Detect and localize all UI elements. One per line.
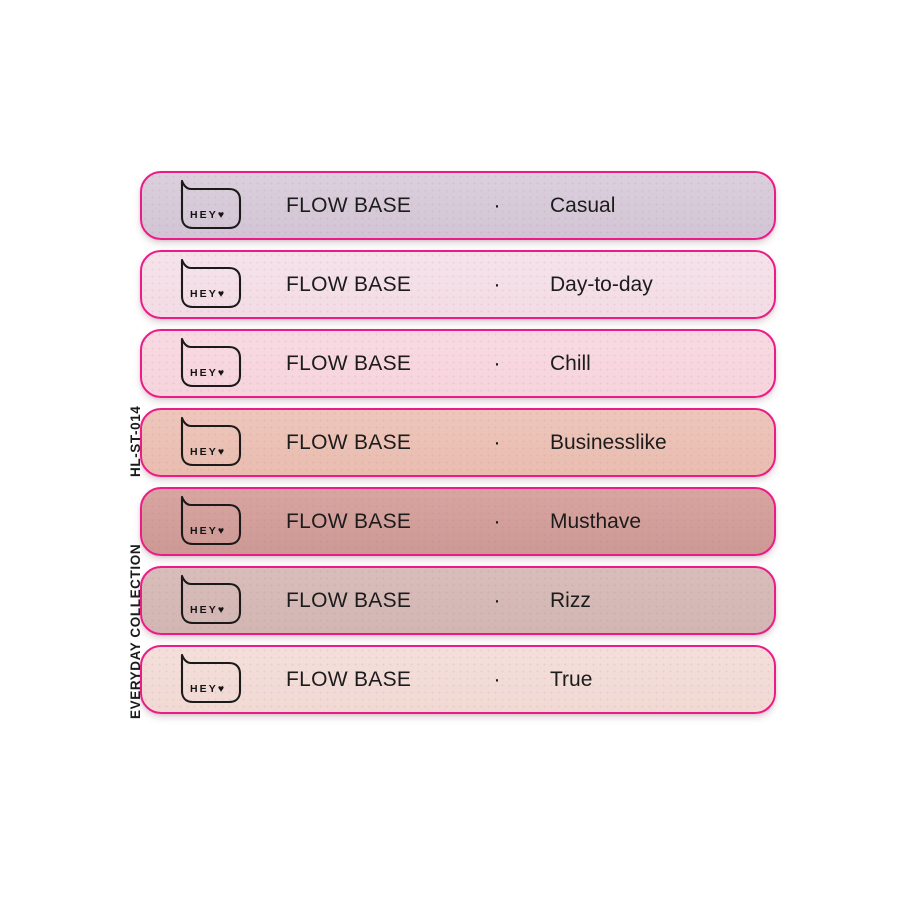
swatch-brand-label: FLOW BASE	[286, 667, 412, 691]
swatch-shade-name: True	[550, 667, 593, 691]
swatch-shade-name: Casual	[550, 193, 616, 217]
swatch-brand-label: FLOW BASE	[286, 272, 412, 296]
hey-logo-icon: HEY♥	[173, 574, 248, 627]
swatch-separator-dot: ·	[493, 272, 501, 296]
hey-logo-icon: HEY♥	[173, 653, 248, 706]
swatch-shade-name: Day-to-day	[550, 272, 653, 296]
swatch-separator-dot: ·	[493, 509, 501, 533]
swatch-row[interactable]: HEY♥ FLOW BASE · True	[140, 645, 776, 714]
swatch-row[interactable]: HEY♥ FLOW BASE · Musthave	[140, 487, 776, 556]
swatch-row[interactable]: HEY♥ FLOW BASE · Businesslike	[140, 408, 776, 477]
hey-logo-text: HEY♥	[190, 209, 227, 221]
hey-logo-icon: HEY♥	[173, 495, 248, 548]
hey-logo-icon: HEY♥	[173, 416, 248, 469]
hey-logo-text: HEY♥	[190, 446, 227, 458]
hey-logo-text: HEY♥	[190, 367, 227, 379]
swatch-shade-name: Rizz	[550, 588, 591, 612]
hey-logo-icon: HEY♥	[173, 258, 248, 311]
swatch-brand-label: FLOW BASE	[286, 588, 412, 612]
swatch-shade-name: Businesslike	[550, 430, 667, 454]
swatch-brand-label: FLOW BASE	[286, 193, 412, 217]
swatch-brand-label: FLOW BASE	[286, 509, 412, 533]
swatch-separator-dot: ·	[493, 351, 501, 375]
swatch-separator-dot: ·	[493, 588, 501, 612]
hey-logo-text: HEY♥	[190, 604, 227, 616]
swatch-separator-dot: ·	[493, 430, 501, 454]
hey-logo-icon: HEY♥	[173, 337, 248, 390]
swatch-shade-name: Chill	[550, 351, 591, 375]
swatch-brand-label: FLOW BASE	[286, 430, 412, 454]
swatch-row[interactable]: HEY♥ FLOW BASE · Rizz	[140, 566, 776, 635]
hey-logo-text: HEY♥	[190, 525, 227, 537]
swatch-brand-label: FLOW BASE	[286, 351, 412, 375]
swatch-separator-dot: ·	[493, 193, 501, 217]
hey-logo-icon: HEY♥	[173, 179, 248, 232]
hey-logo-text: HEY♥	[190, 683, 227, 695]
hey-logo-text: HEY♥	[190, 288, 227, 300]
swatch-separator-dot: ·	[493, 667, 501, 691]
swatch-shade-name: Musthave	[550, 509, 642, 533]
swatch-row[interactable]: HEY♥ FLOW BASE · Casual	[140, 171, 776, 240]
swatch-row[interactable]: HEY♥ FLOW BASE · Day-to-day	[140, 250, 776, 319]
swatch-row[interactable]: HEY♥ FLOW BASE · Chill	[140, 329, 776, 398]
